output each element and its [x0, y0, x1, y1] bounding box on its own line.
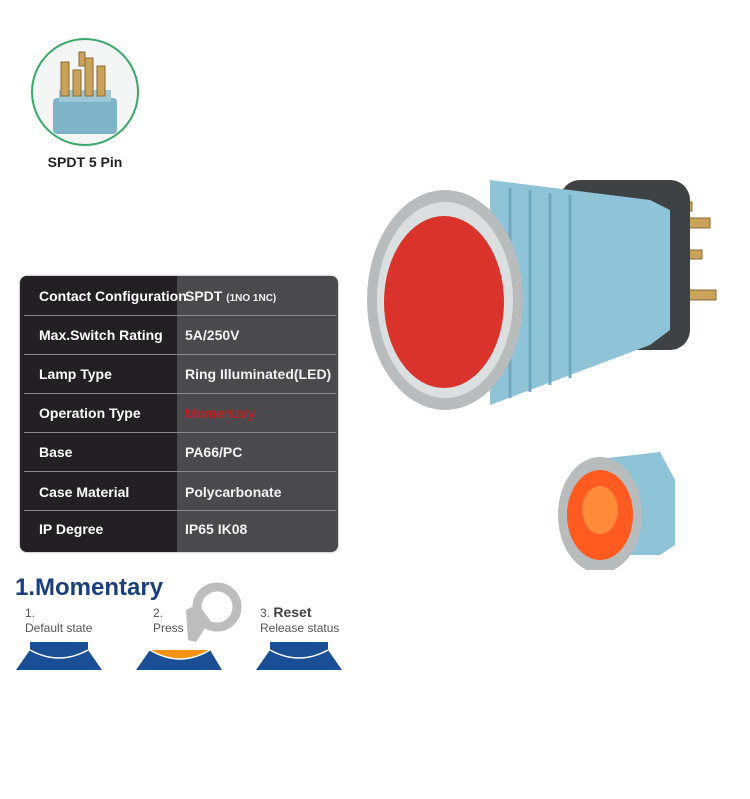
spec-key: Case Material: [39, 483, 130, 500]
spec-row-operation: Operation Type Momentary: [20, 393, 338, 432]
button-default-icon: [16, 642, 102, 670]
button-reset-icon: [256, 642, 342, 670]
spec-key: Base: [39, 443, 73, 460]
spec-row-base: Base PA66/PC: [20, 432, 338, 471]
spec-value: IP65 IK08: [185, 520, 248, 537]
spec-key: Contact Configuration: [39, 287, 187, 304]
spec-value: PA66/PC: [185, 443, 243, 460]
spec-value-note: (1NO 1NC): [226, 292, 277, 304]
spec-value: Momentary: [185, 404, 256, 421]
momentary-title: 1.Momentary: [15, 574, 164, 601]
step-reset: 3. Reset Release status: [260, 604, 340, 636]
momentary-diagram: [16, 582, 342, 670]
small-button: [558, 452, 675, 570]
spec-value: Polycarbonate: [185, 483, 282, 500]
spec-key: Operation Type: [39, 404, 141, 421]
spec-key: Lamp Type: [39, 365, 112, 382]
spec-value: Ring Illuminated(LED): [185, 365, 332, 382]
spec-row-rating: Max.Switch Rating 5A/250V: [20, 315, 338, 354]
spec-value: SPDT: [185, 287, 223, 304]
hand-icon: [186, 582, 242, 642]
spec-value: 5A/250V: [185, 326, 240, 343]
spec-row-lamp: Lamp Type Ring Illuminated(LED): [20, 354, 338, 393]
step-default: 1. Default state: [25, 606, 93, 635]
spdt-5-pin-image: [31, 38, 139, 146]
pin-label: SPDT 5 Pin: [47, 154, 123, 170]
step-press: 2. Press: [153, 606, 184, 635]
push-button-product-image: [367, 180, 717, 570]
spec-row-ip: IP Degree IP65 IK08: [20, 509, 338, 548]
spec-key: IP Degree: [39, 520, 104, 537]
button-press-icon: [136, 649, 222, 670]
spec-key: Max.Switch Rating: [39, 326, 163, 343]
spec-row-case: Case Material Polycarbonate: [20, 472, 338, 511]
